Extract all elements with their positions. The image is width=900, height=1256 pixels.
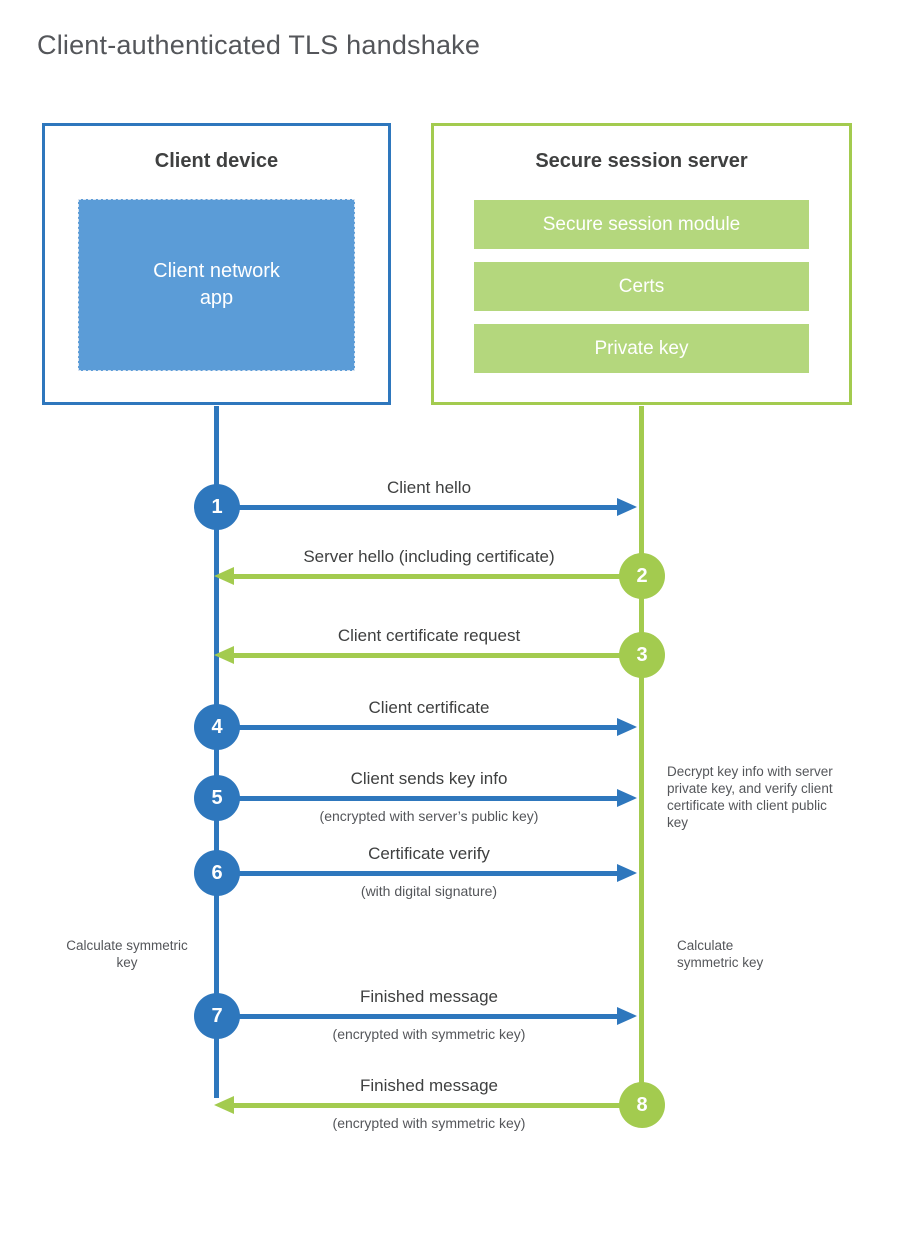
step-circle: 2 <box>619 553 665 599</box>
message-label: Client certificate <box>368 698 490 717</box>
message-label: Finished message <box>360 1076 498 1095</box>
message-label: Finished message <box>360 987 498 1006</box>
step-circle: 4 <box>194 704 240 750</box>
arrow-right-icon <box>216 718 637 736</box>
client-device-header: Client device <box>154 150 279 172</box>
message-label: Client hello <box>386 478 472 497</box>
arrow-left-icon <box>214 567 644 585</box>
message-label: Client sends key info <box>350 769 508 788</box>
server-module-certs: Certs <box>474 262 809 311</box>
arrow-right-icon <box>216 498 637 516</box>
step-number: 4 <box>211 715 223 738</box>
step-circle: 8 <box>619 1082 665 1128</box>
note-calculate-symmetric-key-client: Calculate symmetric key <box>66 938 188 970</box>
note-calculate-symmetric-key-server: Calculate symmetric key <box>677 938 764 970</box>
step-number: 6 <box>211 861 223 884</box>
server-module-secure-session: Secure session module <box>474 200 809 249</box>
server-module-private-key: Private key <box>474 324 809 373</box>
message-label: Server hello (including certificate) <box>303 547 555 566</box>
step-circle: 1 <box>194 484 240 530</box>
diagram-title: Client-authenticated TLS handshake <box>37 30 481 60</box>
server-lifeline <box>639 406 644 1105</box>
step-number: 1 <box>211 495 223 518</box>
message-label: Client certificate request <box>337 626 521 645</box>
step-circle: 7 <box>194 993 240 1039</box>
secure-session-server-box: Secure session server Secure session mod… <box>431 123 852 405</box>
client-network-app-box: Client network app <box>78 199 355 371</box>
step-number: 2 <box>636 564 648 587</box>
secure-session-server-header: Secure session server <box>535 150 748 172</box>
note-decrypt-key-info: Decrypt key info with server private key… <box>667 764 833 830</box>
arrow-right-icon <box>216 864 637 882</box>
client-device-box: Client device Client network app <box>42 123 391 405</box>
step-circle: 3 <box>619 632 665 678</box>
step-number: 8 <box>636 1093 648 1116</box>
arrow-left-icon <box>214 1096 644 1114</box>
arrow-left-icon <box>214 646 644 664</box>
message-sublabel: (encrypted with symmetric key) <box>332 1026 526 1042</box>
message-sublabel: (encrypted with symmetric key) <box>332 1115 526 1131</box>
step-number: 3 <box>636 643 648 666</box>
step-circle: 6 <box>194 850 240 896</box>
step-circle: 5 <box>194 775 240 821</box>
message-label: Certificate verify <box>368 844 490 863</box>
step-number: 5 <box>211 786 223 809</box>
arrow-right-icon <box>216 789 637 807</box>
message-sublabel: (encrypted with server’s public key) <box>319 808 539 824</box>
step-number: 7 <box>211 1004 223 1027</box>
message-sublabel: (with digital signature) <box>360 883 498 899</box>
client-lifeline <box>214 406 219 1098</box>
arrow-right-icon <box>216 1007 637 1025</box>
